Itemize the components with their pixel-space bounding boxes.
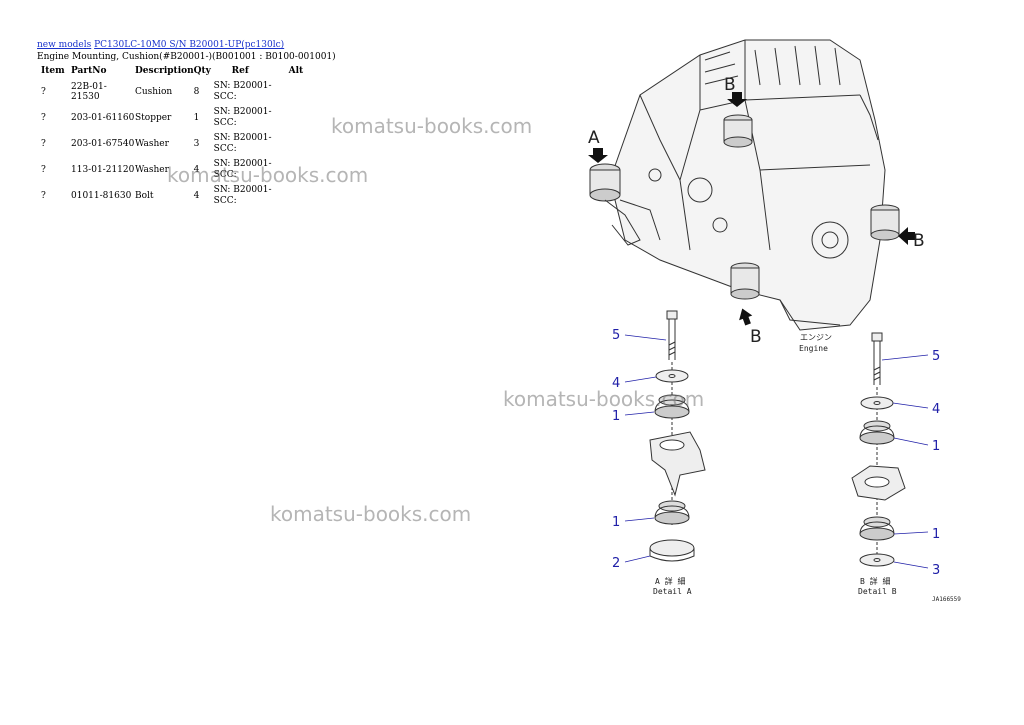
header-alt: Alt (288, 66, 304, 76)
cell-qty: 4 (193, 191, 200, 201)
table-row: ? 203-01-61160 Stopper 1 SN: B20001-SCC: (37, 105, 309, 131)
ref-scc: SCC: (213, 170, 237, 180)
cell-qty: 1 (193, 113, 200, 123)
table-row: ? 22B-01-21530 Cushion 8 SN: B20001-SCC: (37, 79, 309, 105)
callout-a-5: 5 (612, 328, 620, 343)
cell-partno: 01011-81630 (71, 191, 132, 201)
ref-scc: SCC: (213, 118, 237, 128)
breadcrumb-link-model[interactable]: PC130LC-10M0 S/N B20001-UP(pc130lc) (94, 40, 285, 50)
cell-ref: SN: B20001-SCC: (214, 183, 289, 209)
engine-label-jp: エンジン (800, 333, 832, 342)
mount-b-top (723, 114, 753, 148)
arrow-b-right-icon (898, 227, 915, 245)
engine-label-en: Engine (799, 344, 828, 353)
cell-qty: 8 (193, 87, 200, 97)
callout-b-4: 4 (932, 402, 940, 417)
cell-ref: SN: B20001-SCC: (214, 157, 289, 183)
ref-scc: SCC: (213, 144, 237, 154)
callout-b-3: 3 (932, 563, 940, 578)
callout-b-1-bottom: 1 (932, 527, 940, 542)
cell-item: ? (41, 113, 46, 123)
cell-ref: SN: B20001-SCC: (214, 79, 289, 105)
watermark: komatsu-books.com (503, 387, 705, 411)
detail-a-label-jp: A 詳 細 (655, 576, 685, 586)
callout-a-2: 2 (612, 556, 620, 571)
cell-qty: 3 (193, 139, 200, 149)
detail-a-exploded (649, 310, 706, 562)
mount-a (589, 163, 641, 246)
callout-a-1-bottom: 1 (612, 515, 620, 530)
ref-sn: SN: B20001- (213, 185, 272, 195)
ref-scc: SCC: (213, 92, 237, 102)
arrow-b-top-icon (727, 92, 747, 107)
callout-a-1-top: 1 (612, 409, 620, 424)
label-a: A (588, 128, 600, 148)
cell-ref: SN: B20001-SCC: (214, 105, 289, 131)
table-row: ? 203-01-67540 Washer 3 SN: B20001-SCC: (37, 131, 309, 157)
cell-item: ? (41, 165, 46, 175)
detail-b-exploded (851, 332, 906, 567)
mount-b-bottom (730, 262, 760, 300)
table-row: ? 01011-81630 Bolt 4 SN: B20001-SCC: (37, 183, 309, 209)
detail-b-label-en: Detail B (858, 587, 897, 596)
ref-scc: SCC: (213, 196, 237, 206)
header-partno: PartNo (71, 66, 107, 76)
ref-sn: SN: B20001- (213, 159, 272, 169)
detail-a-label-en: Detail A (653, 587, 692, 596)
header-ref: Ref (231, 66, 249, 76)
cell-qty: 4 (193, 165, 200, 175)
table-header-row: Item PartNo Description Qty Ref Alt (37, 66, 309, 79)
header-qty: Qty (193, 66, 211, 76)
callout-a-4: 4 (612, 376, 620, 391)
breadcrumb-link-new-models[interactable]: new models (37, 40, 92, 50)
header-item: Item (41, 66, 65, 76)
cell-description: Washer (135, 165, 169, 175)
parts-table: Item PartNo Description Qty Ref Alt ? 22… (37, 66, 309, 209)
callout-b-5: 5 (932, 349, 940, 364)
mount-b-right (870, 204, 900, 241)
cell-item: ? (41, 87, 46, 97)
arrow-b-bottom-icon (739, 308, 753, 326)
cell-partno: 113-01-21120 (71, 165, 135, 175)
cell-partno: 203-01-61160 (71, 113, 135, 123)
arrow-a-icon (588, 148, 608, 163)
callout-b-1-top: 1 (932, 439, 940, 454)
engine-illustration (609, 39, 886, 331)
cell-description: Washer (135, 139, 169, 149)
breadcrumb: new models PC130LC-10M0 S/N B20001-UP(pc… (37, 40, 284, 50)
header-description: Description (135, 66, 194, 76)
label-b-right: B (913, 231, 925, 251)
cell-description: Cushion (135, 87, 173, 97)
detail-b-label-jp: B 詳 細 (860, 576, 890, 586)
ref-sn: SN: B20001- (213, 81, 272, 91)
watermark: komatsu-books.com (270, 502, 472, 526)
ref-sn: SN: B20001- (213, 107, 272, 117)
drawing-number: JA166559 (932, 596, 961, 603)
table-row: ? 113-01-21120 Washer 4 SN: B20001-SCC: (37, 157, 309, 183)
cell-partno: 203-01-67540 (71, 139, 135, 149)
watermark: komatsu-books.com (331, 114, 533, 138)
cell-item: ? (41, 139, 46, 149)
cell-partno: 22B-01-21530 (71, 82, 107, 102)
page-title: Engine Mounting, Cushion(#B20001-)(B0010… (37, 52, 336, 62)
cell-item: ? (41, 191, 46, 201)
label-b-bottom: B (750, 327, 762, 347)
cell-ref: SN: B20001-SCC: (214, 131, 289, 157)
label-b-top: B (724, 75, 736, 95)
watermark: komatsu-books.com (167, 163, 369, 187)
cell-description: Bolt (135, 191, 154, 201)
ref-sn: SN: B20001- (213, 133, 272, 143)
cell-description: Stopper (135, 113, 172, 123)
